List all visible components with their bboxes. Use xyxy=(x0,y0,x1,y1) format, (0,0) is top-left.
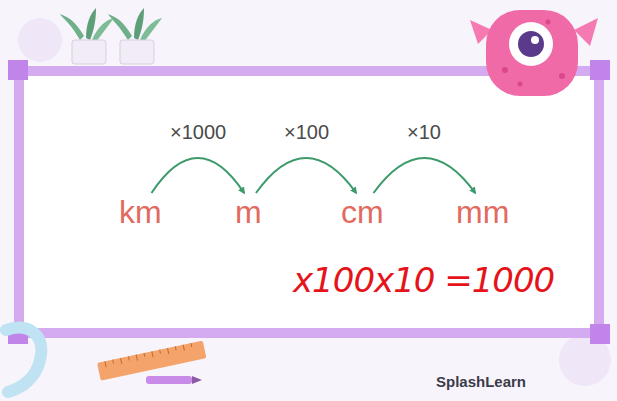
curved-arrow xyxy=(256,158,356,193)
ruler xyxy=(97,341,206,381)
multiplier-label: ×10 xyxy=(404,120,444,144)
unit-label: km xyxy=(119,195,162,230)
handwritten-note: x100x10 =1000 xyxy=(293,260,554,300)
board-ground xyxy=(19,71,599,333)
unit-node: km xyxy=(115,193,166,232)
unit-label: mm xyxy=(456,195,509,230)
pen xyxy=(146,376,202,384)
frame-corner xyxy=(590,60,610,80)
board-frame xyxy=(19,71,599,333)
bg-bubble xyxy=(18,18,62,62)
frame-corner xyxy=(590,324,610,344)
pink-monster xyxy=(470,10,598,96)
multiplier-label: ×100 xyxy=(281,120,332,144)
potted-plants xyxy=(60,8,162,64)
curved-arrow xyxy=(151,158,244,193)
unit-label: m xyxy=(235,195,262,230)
frame-corner xyxy=(8,60,28,80)
unit-label: cm xyxy=(341,195,384,230)
unit-node: cm xyxy=(337,193,388,232)
multiplier-label: ×1000 xyxy=(167,120,229,144)
unit-node: mm xyxy=(452,193,513,232)
curved-arrow xyxy=(373,158,475,193)
blue-swirl xyxy=(6,328,41,392)
brand-watermark: SplashLearn xyxy=(436,373,526,390)
unit-node: m xyxy=(231,193,266,232)
